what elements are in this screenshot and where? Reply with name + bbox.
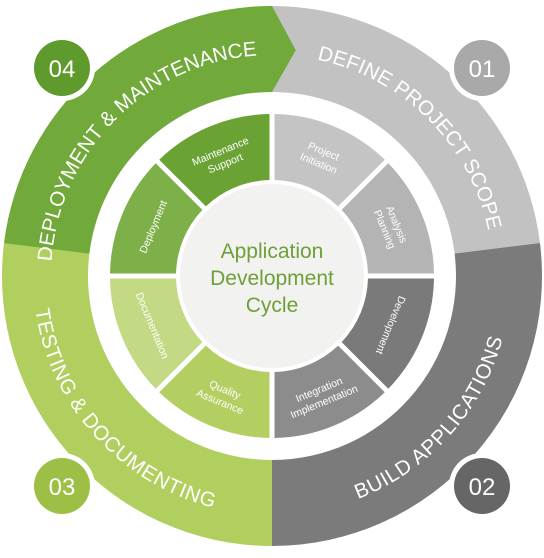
task-segment bbox=[341, 278, 434, 389]
center-title-line-1: Application bbox=[221, 240, 324, 263]
phase-04-arrow bbox=[4, 6, 296, 254]
task-segment bbox=[274, 114, 385, 207]
phase-03-badge bbox=[34, 458, 90, 514]
phase-03-number: 03 bbox=[49, 474, 76, 501]
phase-01-badge bbox=[454, 40, 510, 96]
task-segment bbox=[274, 345, 385, 438]
phase-04-badge bbox=[34, 40, 90, 96]
phase-02-number: 02 bbox=[469, 474, 496, 501]
phase-03-arrow bbox=[2, 224, 273, 547]
phase-04-number: 04 bbox=[49, 56, 76, 83]
phase-02-badge bbox=[454, 458, 510, 514]
task-segment bbox=[110, 278, 203, 389]
task-segment bbox=[159, 114, 270, 207]
task-segment bbox=[341, 163, 434, 274]
task-segment bbox=[110, 163, 203, 274]
center-circle bbox=[180, 184, 364, 368]
phase-01-number: 01 bbox=[469, 56, 496, 83]
center-title-line-2: Development bbox=[210, 267, 334, 290]
center-title-line-3: Cycle bbox=[246, 294, 299, 317]
task-segment bbox=[159, 345, 270, 438]
phase-01-arrow bbox=[272, 6, 540, 273]
phase-02-arrow bbox=[248, 243, 543, 546]
